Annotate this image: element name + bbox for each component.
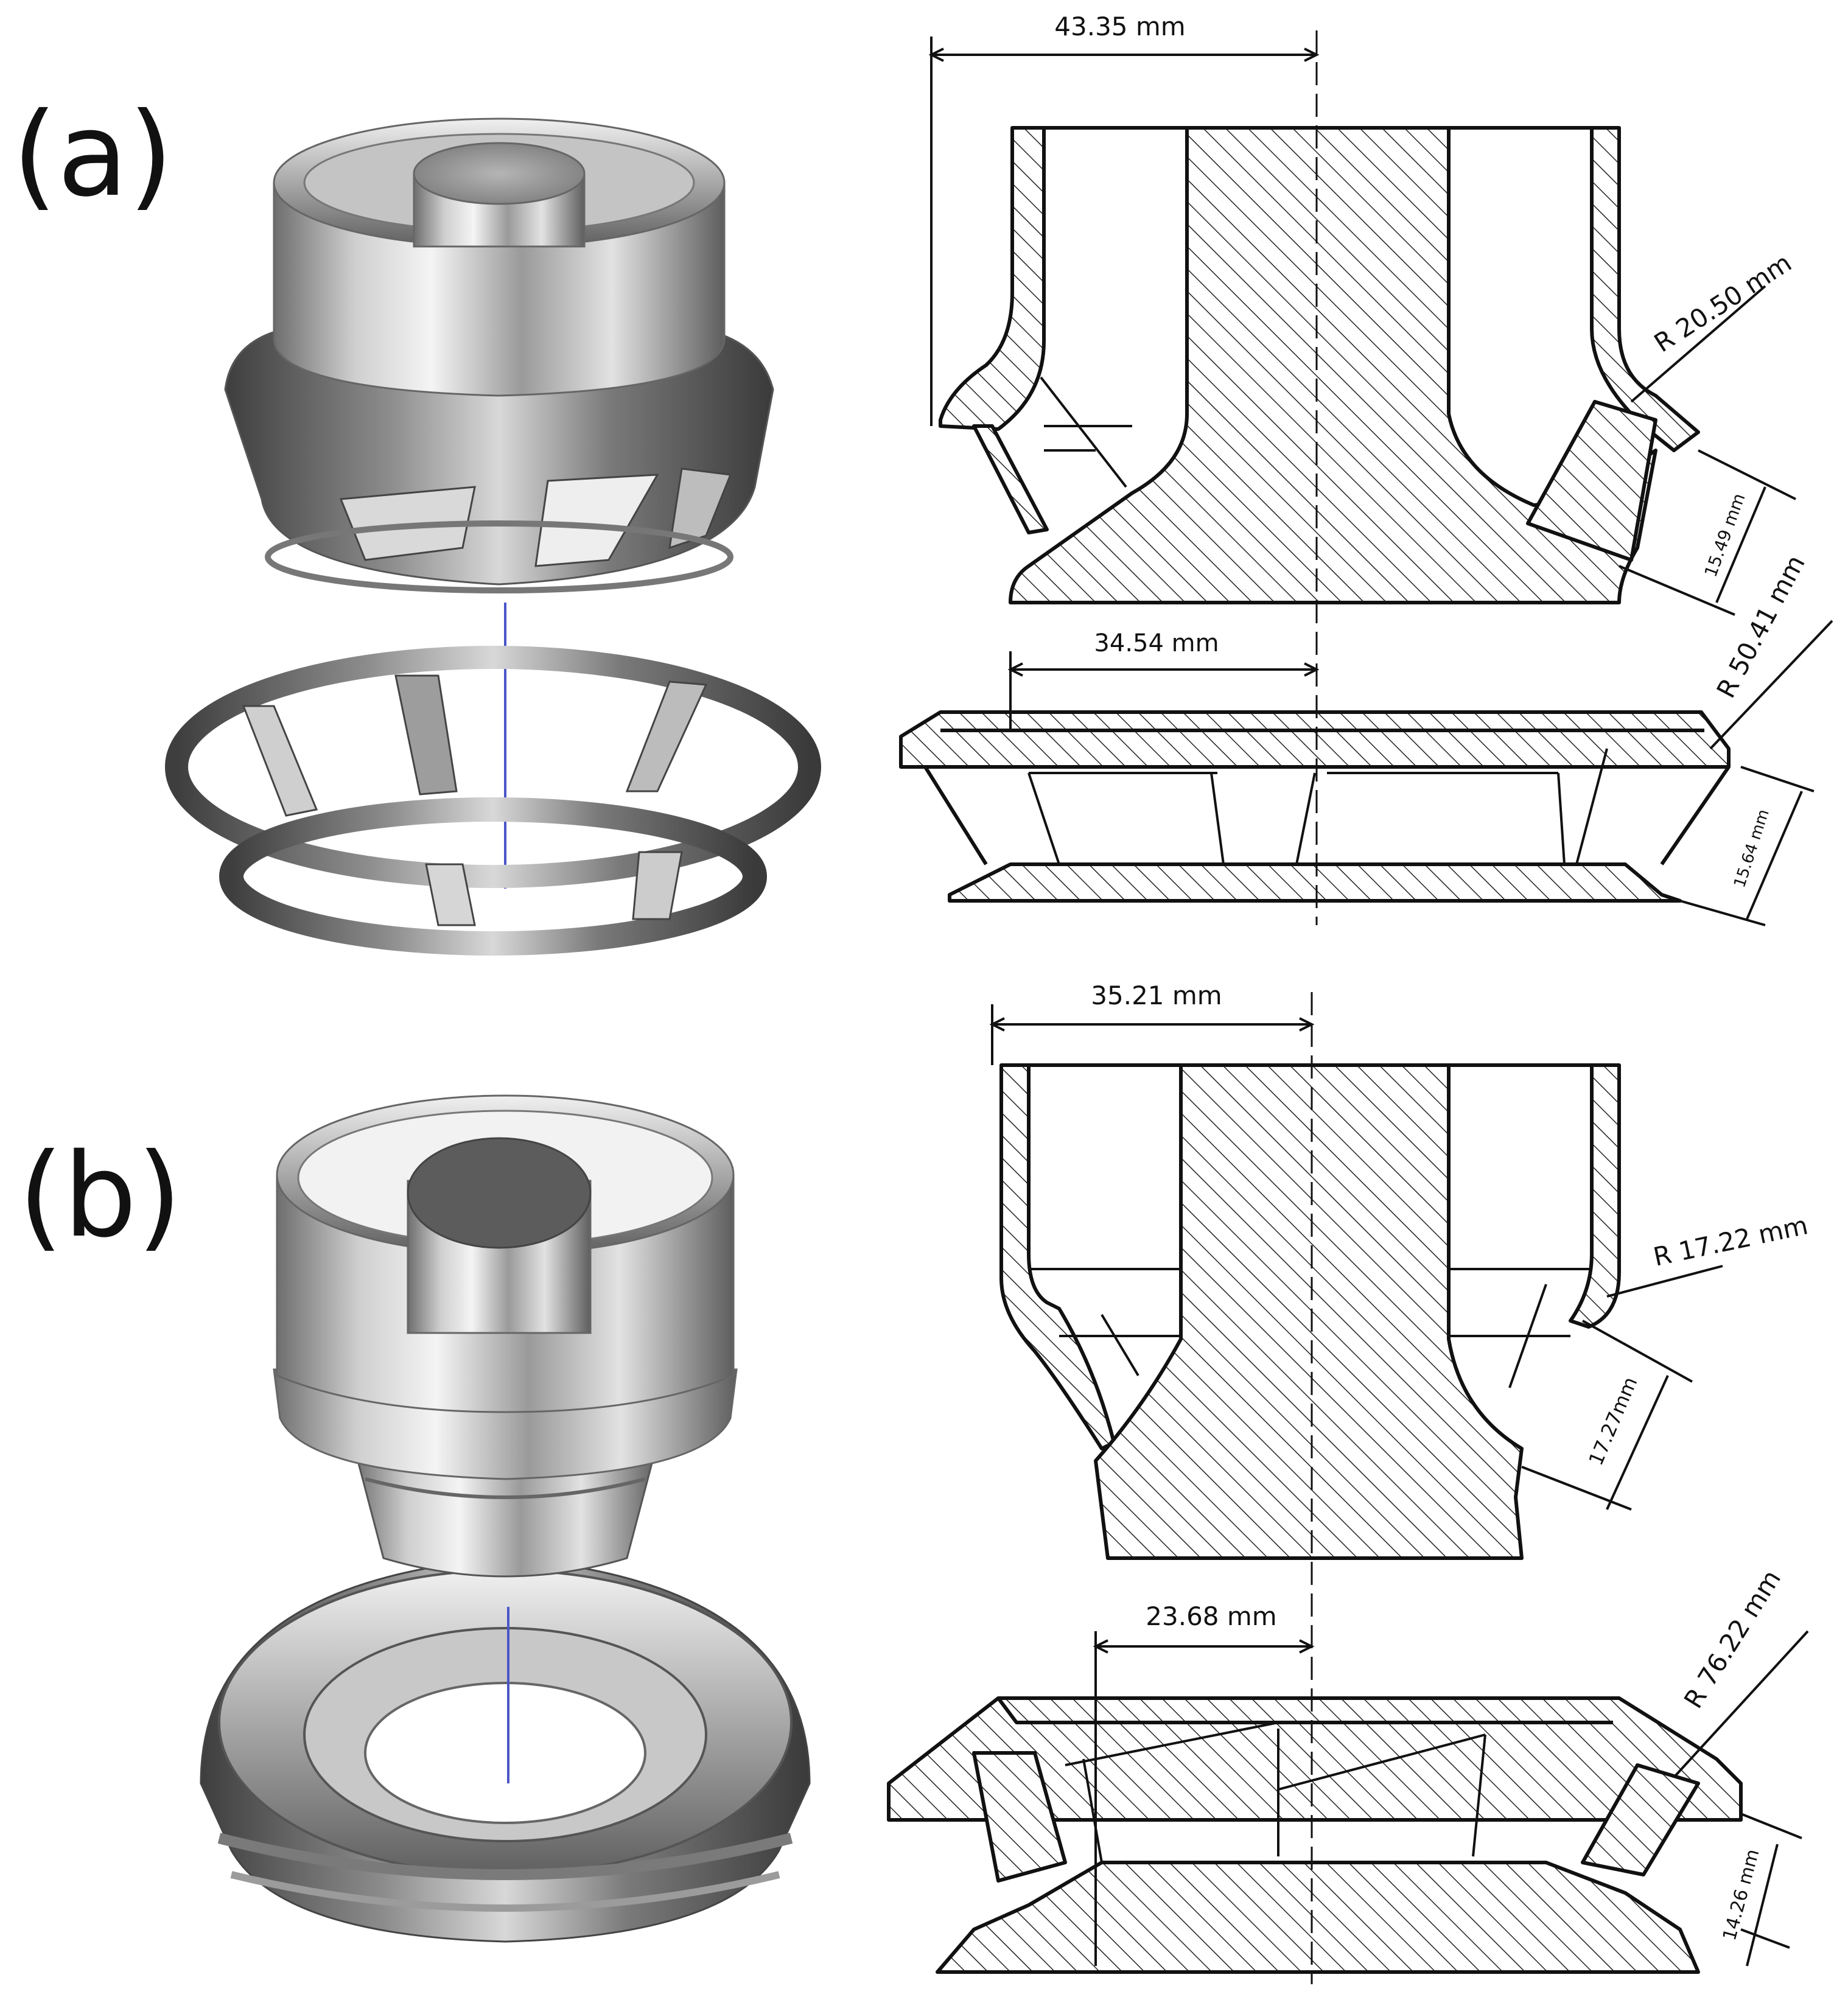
dim-b-lower-height: 14.26 mm — [1719, 1813, 1802, 1967]
dim-a-upper-radius: R 20.50 mm — [1630, 248, 1797, 403]
panel-b-lower-diffuser-render — [200, 1557, 811, 1943]
dim-a-lower-width-text: 34.54 mm — [1094, 629, 1219, 657]
dim-a-lower-height-text: 15.64 mm — [1731, 807, 1773, 890]
panel-b-lower-section — [887, 1696, 1743, 1974]
dim-a-lower-radius: R 50.41 mm — [1709, 550, 1833, 750]
dim-a-lower-width: 34.54 mm — [1007, 629, 1320, 730]
panel-a-label: (a) — [12, 88, 173, 222]
dim-b-lower-width-text: 23.68 mm — [1146, 1601, 1276, 1631]
panel-b-upper-impeller-render — [273, 1094, 738, 1578]
dim-b-upper-radius: R 17.22 mm — [1606, 1210, 1811, 1298]
dim-b-upper-width: 35.21 mm — [989, 981, 1315, 1065]
dim-b-upper-width-text: 35.21 mm — [1091, 981, 1222, 1010]
dim-b-lower-radius-text: R 76.22 mm — [1678, 1565, 1787, 1714]
panel-a-render — [165, 117, 821, 956]
dim-a-upper-radius-text: R 20.50 mm — [1649, 248, 1797, 358]
panel-a-lower-section — [899, 710, 1731, 903]
panel-b-render — [200, 1094, 811, 1943]
dim-a-upper-width-text: 43.35 mm — [1054, 12, 1185, 41]
dim-a-upper-width: 43.35 mm — [928, 12, 1320, 426]
dim-a-lower-height: 15.64 mm — [1679, 766, 1815, 926]
dim-b-upper-height: 17.27mm — [1521, 1320, 1693, 1511]
panel-a-diffuser-ring-render — [165, 646, 821, 956]
dim-b-lower-width: 23.68 mm — [1093, 1601, 1315, 1966]
panel-b-label: (b) — [18, 1128, 182, 1263]
dim-b-upper-radius-text: R 17.22 mm — [1651, 1210, 1811, 1272]
panel-a-upper-impeller-render — [224, 117, 774, 593]
panel-b-upper-section — [999, 1063, 1621, 1560]
dim-a-upper-height-text: 15.49 mm — [1701, 491, 1749, 579]
panel-a-upper-section — [939, 126, 1700, 604]
dim-a-lower-radius-text: R 50.41 mm — [1711, 550, 1811, 703]
